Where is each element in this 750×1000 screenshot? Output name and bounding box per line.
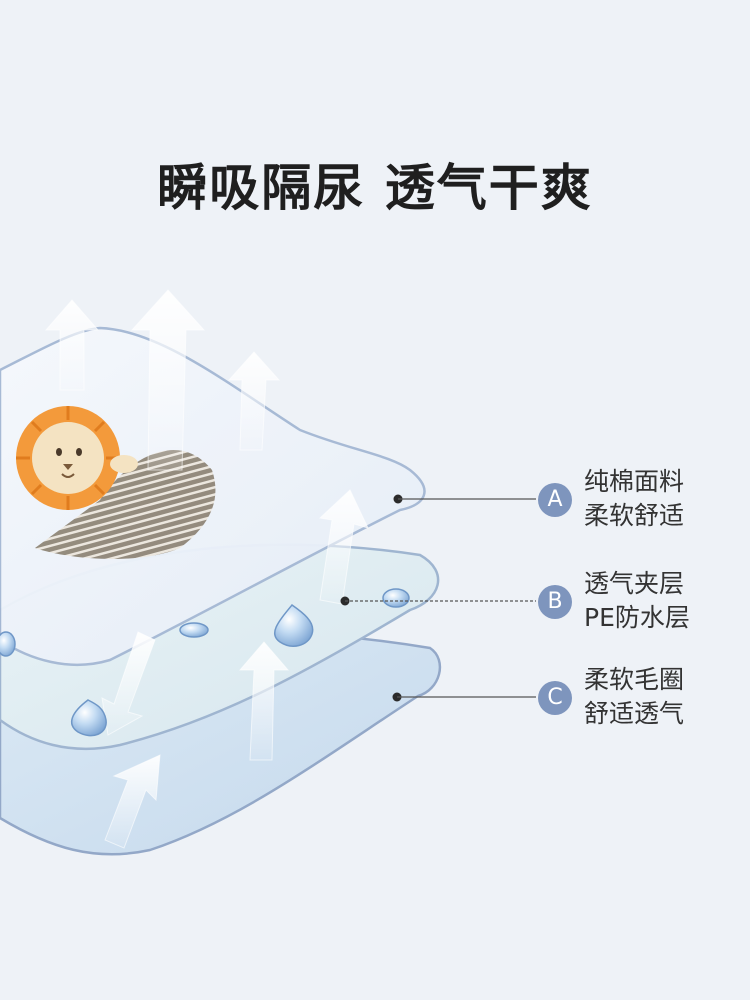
up-arrow-icon — [227, 351, 281, 451]
layer-a-subtitle: 柔软舒适 — [584, 501, 685, 530]
layer-c-subtitle: 舒适透气 — [584, 699, 685, 728]
up-arrow-icon — [130, 289, 206, 471]
layer-badge-a: A — [538, 483, 572, 517]
layer-c-title: 柔软毛圈 — [584, 665, 685, 694]
stripe-patch — [35, 449, 216, 559]
layer-a-title: 纯棉面料 — [584, 467, 685, 496]
layer-badge-b: B — [538, 585, 572, 619]
water-droplet-icon — [70, 699, 107, 737]
layer-illustration — [0, 289, 536, 856]
up-arrow-icon — [238, 641, 290, 761]
water-droplet-icon — [274, 603, 314, 647]
up-arrow-icon — [104, 754, 161, 849]
water-droplet-icon — [179, 622, 209, 638]
layer-badge-c: C — [538, 681, 572, 715]
water-droplet-icon — [382, 588, 410, 608]
layer-b-subtitle: PE防水层 — [584, 603, 690, 632]
page-title: 瞬吸隔尿 透气干爽 — [157, 159, 593, 217]
lion-illustration — [16, 406, 138, 510]
water-droplet-icon — [0, 631, 16, 657]
up-arrow-icon — [318, 489, 369, 605]
layer-b-title: 透气夹层 — [584, 569, 685, 598]
up-arrow-icon — [44, 299, 100, 391]
